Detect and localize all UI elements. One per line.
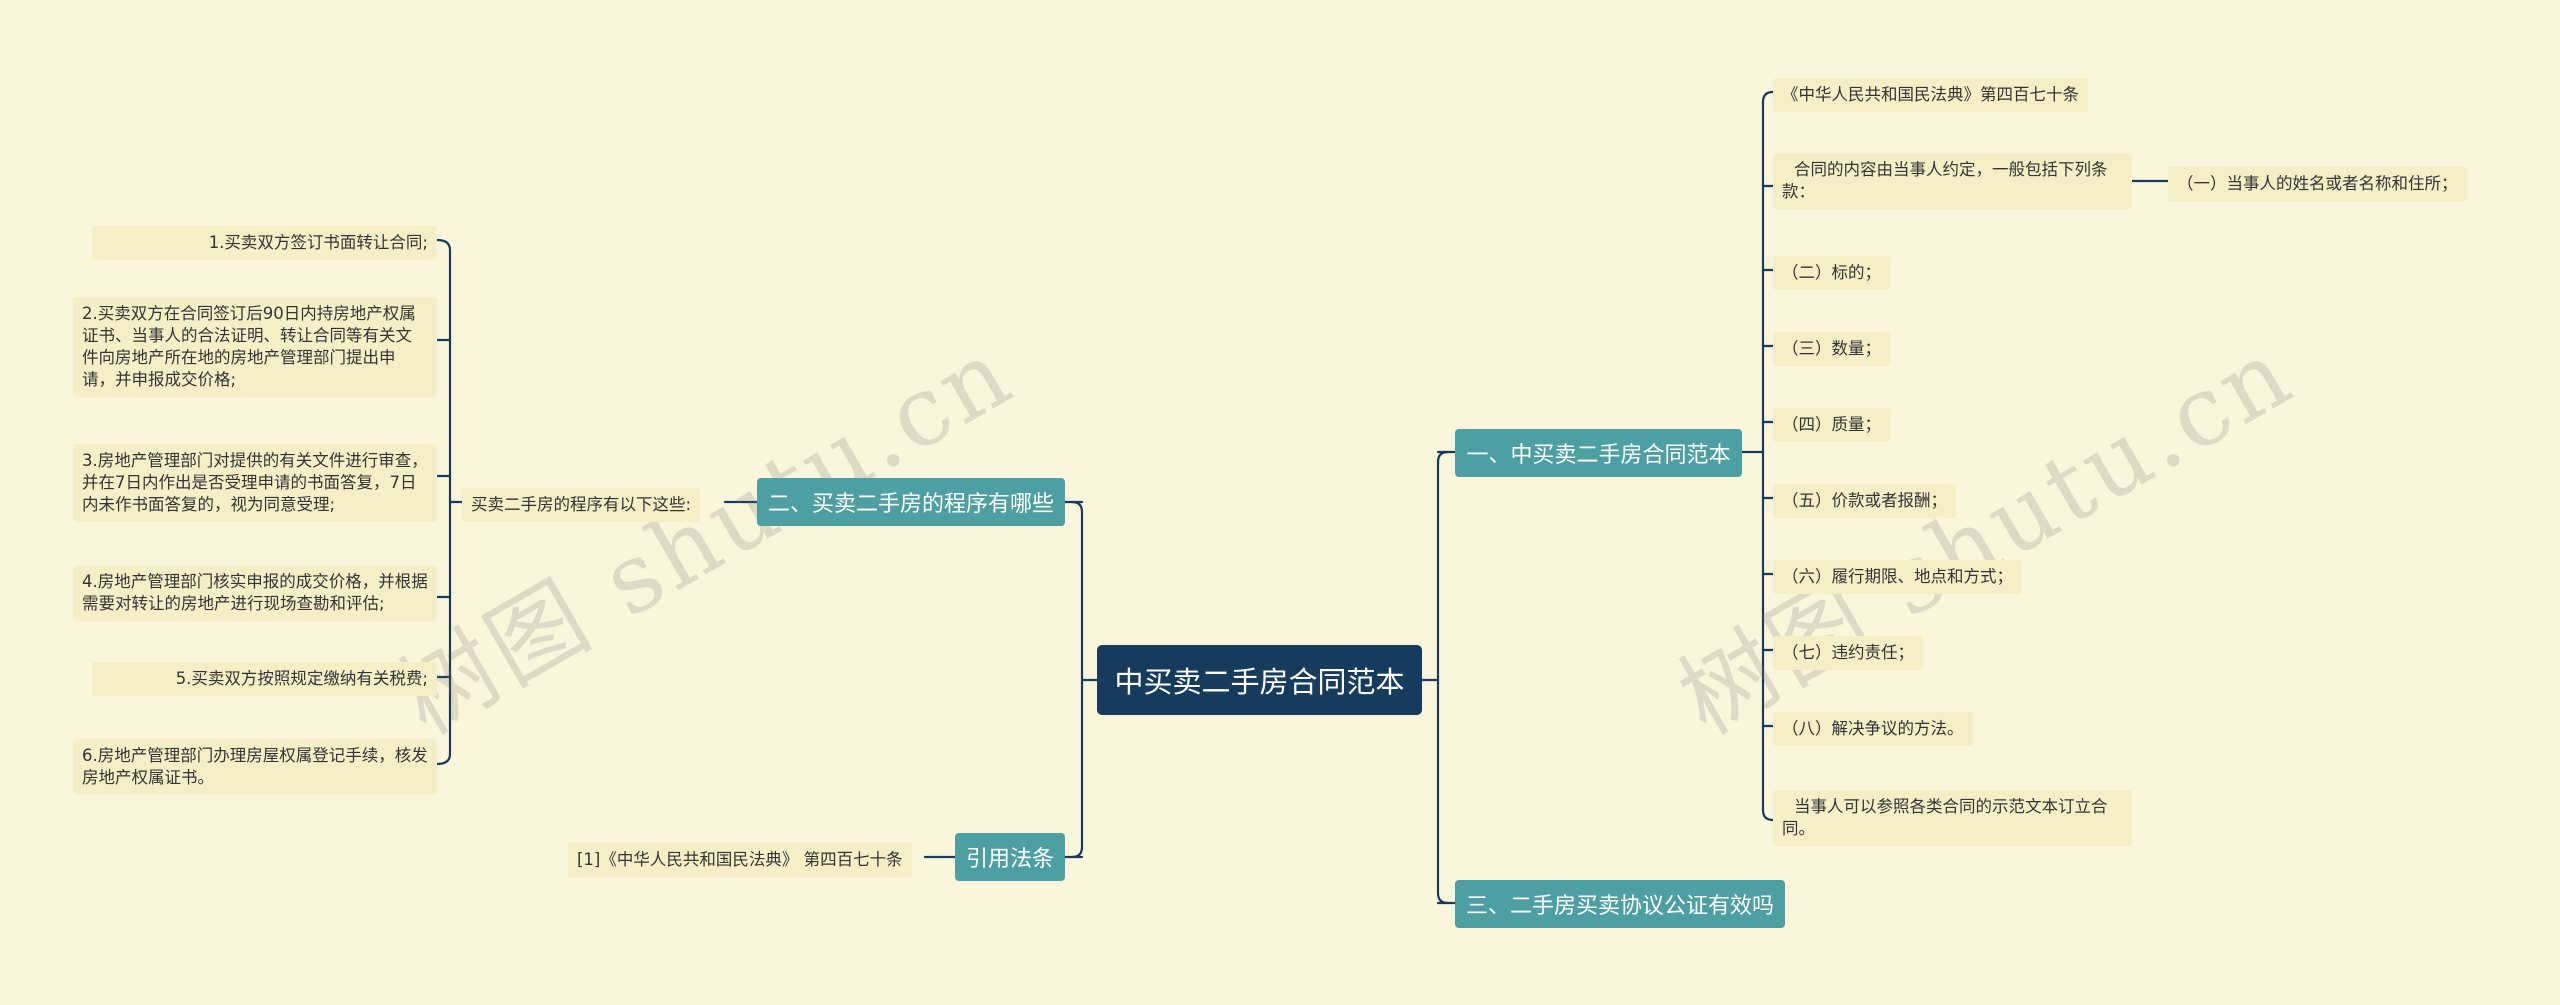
leaf-step-5[interactable]: 5.买卖双方按照规定缴纳有关税费; <box>92 662 437 696</box>
leaf-item-8[interactable]: （八）解决争议的方法。 <box>1773 712 1973 746</box>
leaf-item-1[interactable]: （一）当事人的姓名或者名称和住所； <box>2168 167 2467 201</box>
leaf-reference[interactable]: 当事人可以参照各类合同的示范文本订立合同。 <box>1773 790 2132 846</box>
leaf-item-7[interactable]: （七）违约责任； <box>1773 636 1923 670</box>
leaf-civil-code[interactable]: 《中华人民共和国民法典》第四百七十条 <box>1773 78 2088 112</box>
bracket-steps <box>435 238 452 766</box>
leaf-content-intro[interactable]: 合同的内容由当事人约定，一般包括下列条款： <box>1773 153 2132 209</box>
leaf-step-4[interactable]: 4.房地产管理部门核实申报的成交价格，并根据需要对转让的房地产进行现场查勘和评估… <box>73 565 437 621</box>
branch-procedure[interactable]: 二、买卖二手房的程序有哪些 <box>757 478 1065 526</box>
leaf-item-6[interactable]: （六）履行期限、地点和方式； <box>1773 560 2022 594</box>
leaf-step-1[interactable]: 1.买卖双方签订书面转让合同; <box>92 226 437 260</box>
leaf-item-2[interactable]: （二）标的； <box>1773 256 1890 290</box>
branch-notarization[interactable]: 三、二手房买卖协议公证有效吗 <box>1455 880 1785 928</box>
leaf-citation-item[interactable]: [1]《中华人民共和国民法典》 第四百七十条 <box>568 843 912 877</box>
leaf-step-2[interactable]: 2.买卖双方在合同签订后90日内持房地产权属证书、当事人的合法证明、转让合同等有… <box>73 297 437 397</box>
leaf-item-5[interactable]: （五）价款或者报酬； <box>1773 484 1956 518</box>
branch-citation[interactable]: 引用法条 <box>955 833 1065 881</box>
bracket-branch1-items <box>1761 90 1775 822</box>
root-topic[interactable]: 中买卖二手房合同范本 <box>1097 645 1422 715</box>
leaf-item-4[interactable]: （四）质量； <box>1773 408 1890 442</box>
leaf-step-6[interactable]: 6.房地产管理部门办理房屋权属登记手续，核发房地产权属证书。 <box>73 739 437 795</box>
leaf-step-3[interactable]: 3.房地产管理部门对提供的有关文件进行审查，并在7日内作出是否受理申请的书面答复… <box>73 444 437 522</box>
bracket-root-right <box>1436 450 1450 905</box>
branch-contract-template[interactable]: 一、中买卖二手房合同范本 <box>1455 429 1742 477</box>
leaf-item-3[interactable]: （三）数量； <box>1773 332 1890 366</box>
bracket-root-left <box>1070 500 1084 859</box>
leaf-procedure-intro[interactable]: 买卖二手房的程序有以下这些: <box>462 488 701 522</box>
